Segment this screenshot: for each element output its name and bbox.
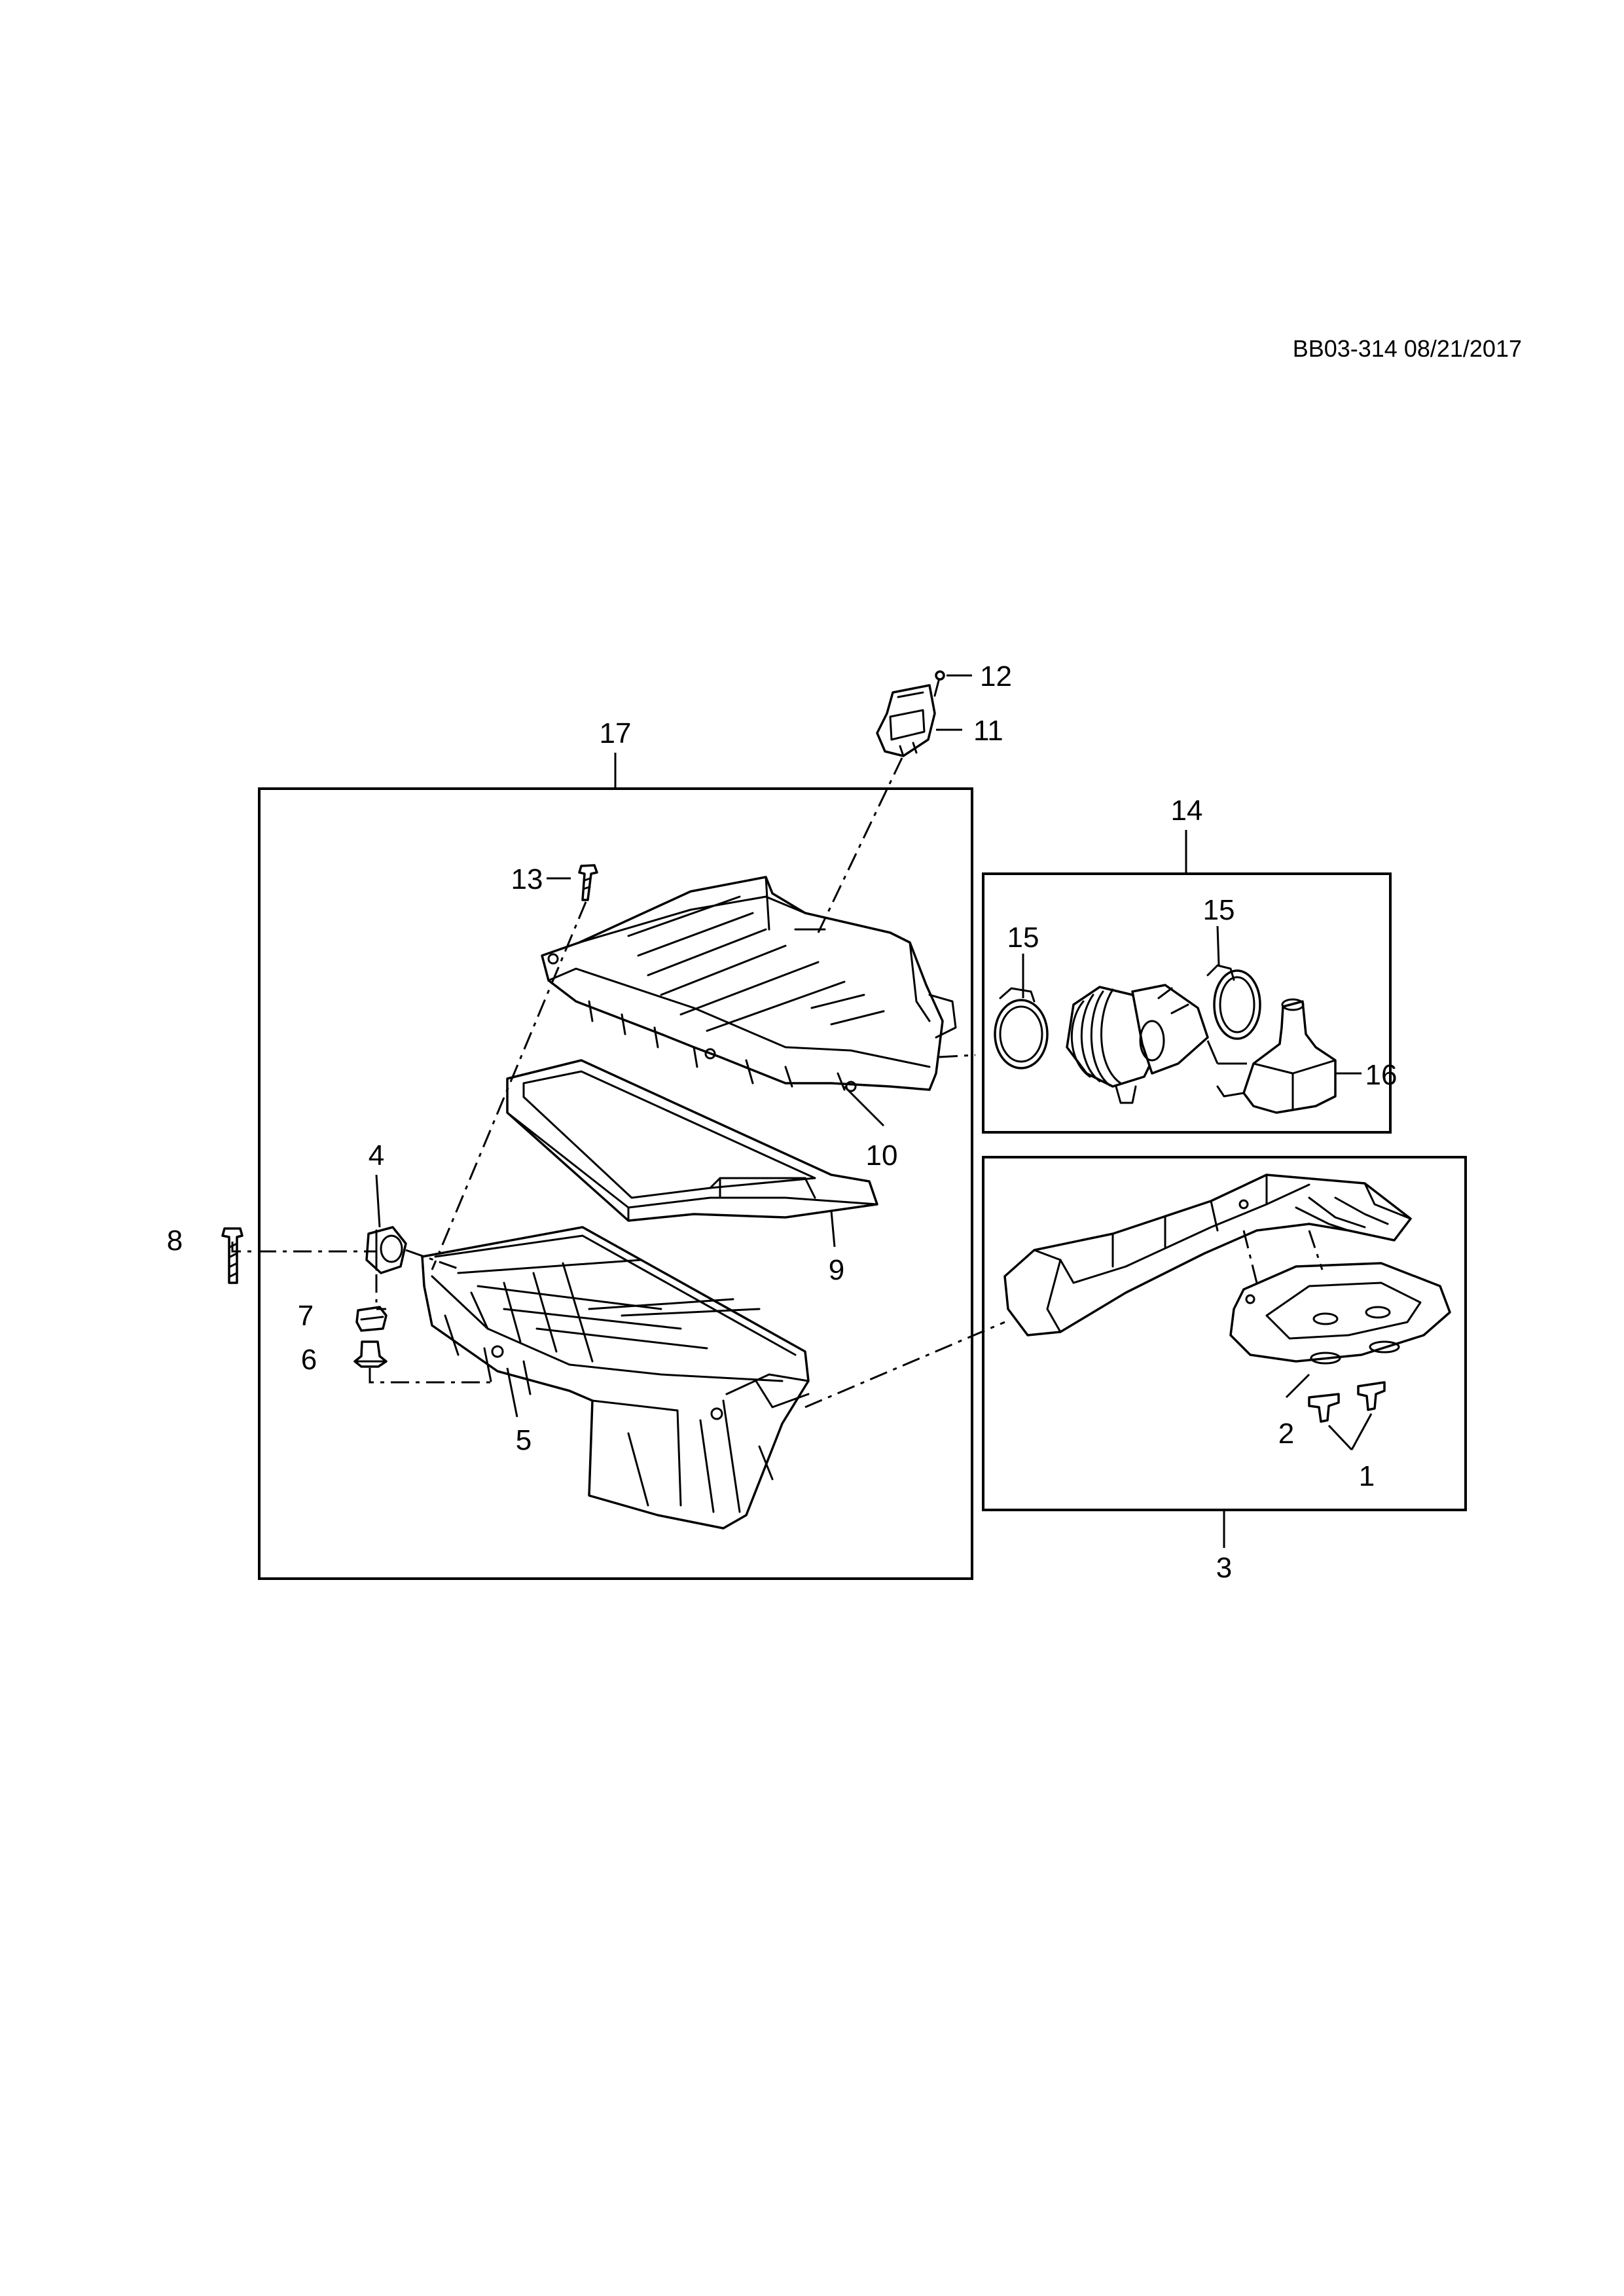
push-pin-1b — [1357, 1381, 1386, 1411]
resonator — [1216, 998, 1337, 1114]
callout-17: 17 — [600, 717, 632, 749]
air-cleaner-housing — [421, 1226, 810, 1530]
callout-9: 9 — [829, 1254, 844, 1286]
callout-3: 3 — [1216, 1552, 1232, 1584]
push-pin-1 — [1308, 1393, 1340, 1423]
air-cleaner-cover — [541, 876, 957, 1092]
callout-1: 1 — [1359, 1460, 1375, 1492]
screw-13 — [578, 864, 598, 901]
callout-13: 13 — [511, 863, 543, 895]
insert-6 — [353, 1340, 388, 1368]
callout-5: 5 — [516, 1424, 532, 1456]
grommet — [365, 1226, 407, 1274]
screw-12 — [933, 670, 945, 697]
callout-6: 6 — [301, 1344, 317, 1376]
callout-16: 16 — [1365, 1059, 1398, 1091]
inlet-duct — [1003, 1174, 1412, 1336]
callout-14: 14 — [1171, 795, 1203, 827]
clamp-15-left — [994, 987, 1049, 1069]
bolt-8 — [221, 1227, 244, 1284]
callout-7: 7 — [298, 1300, 314, 1332]
callout-2: 2 — [1278, 1418, 1294, 1450]
callout-12: 12 — [980, 660, 1012, 692]
intake-duct — [1066, 984, 1209, 1104]
callout-8: 8 — [167, 1225, 183, 1257]
clamp-15-right — [1206, 964, 1261, 1040]
air-flow-sensor — [876, 684, 936, 757]
document-id: BB03-314 08/21/2017 — [1293, 335, 1522, 362]
nut-7 — [355, 1306, 388, 1332]
callout-11: 11 — [973, 715, 1003, 747]
callout-4: 4 — [369, 1139, 384, 1172]
callout-15-left: 15 — [1007, 922, 1039, 954]
callout-10: 10 — [866, 1139, 898, 1172]
duct-base — [1229, 1262, 1451, 1365]
callout-15-right: 15 — [1203, 894, 1235, 926]
